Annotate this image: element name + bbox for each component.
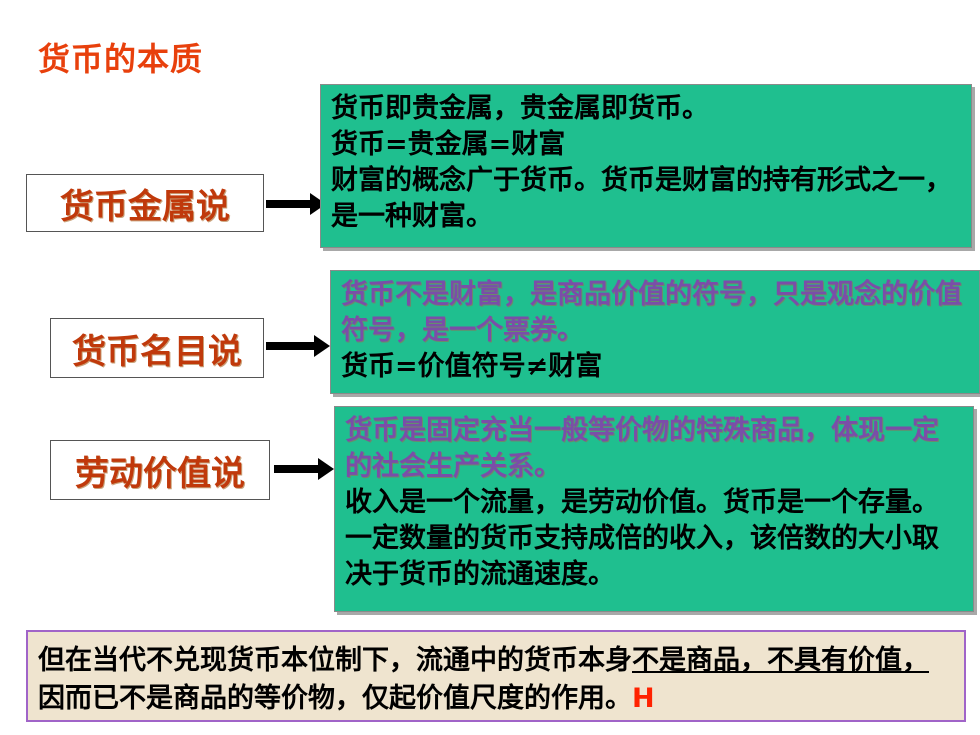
- arrow-icon: [266, 335, 330, 357]
- muted-text: 货币不是财富，是商品价值的符号，只是观念的价值符号，是一个票券。: [341, 279, 962, 346]
- note-underlined: 不是商品，不具有价值，: [632, 645, 929, 676]
- text-line: 货币=贵金属=财富: [331, 129, 566, 160]
- text-line: 收入是一个流量，是劳动价值。货币是一个存量。一定数量的货币支持成倍的收入，该倍数…: [345, 487, 939, 590]
- metal-theory-box: 货币即贵金属，贵金属即货币。 货币=贵金属=财富 财富的概念广于货币。货币是财富…: [320, 84, 972, 248]
- arrow-icon: [274, 458, 334, 480]
- label-nominal-theory: 货币名目说: [50, 318, 264, 378]
- muted-text: 货币是固定充当一般等价物的特殊商品，体现一定的社会生产关系。: [345, 415, 939, 482]
- page-title: 货币的本质: [38, 40, 204, 78]
- nominal-theory-box: 货币不是财富，是商品价值的符号，只是观念的价值符号，是一个票券。 货币=价值符号…: [330, 270, 980, 394]
- note-text-after: 因而已不是商品的等价物，仅起价值尺度的作用。: [38, 683, 632, 714]
- text-line: 货币即贵金属，贵金属即货币。: [331, 93, 709, 124]
- note-text-before: 但在当代不兑现货币本位制下，流通中的货币本身: [38, 645, 632, 676]
- label-metal-theory: 货币金属说: [26, 174, 264, 232]
- arrow-icon: [266, 193, 326, 215]
- bottom-note: 但在当代不兑现货币本位制下，流通中的货币本身不是商品，不具有价值，因而已不是商品…: [26, 630, 966, 722]
- label-labor-value-theory: 劳动价值说: [50, 440, 270, 500]
- labor-value-theory-box: 货币是固定充当一般等价物的特殊商品，体现一定的社会生产关系。 收入是一个流量，是…: [334, 406, 974, 612]
- text-line: 财富的概念广于货币。货币是财富的持有形式之一，是一种财富。: [331, 165, 952, 232]
- h-link[interactable]: H: [632, 683, 655, 714]
- text-line: 货币=价值符号≠财富: [341, 351, 603, 382]
